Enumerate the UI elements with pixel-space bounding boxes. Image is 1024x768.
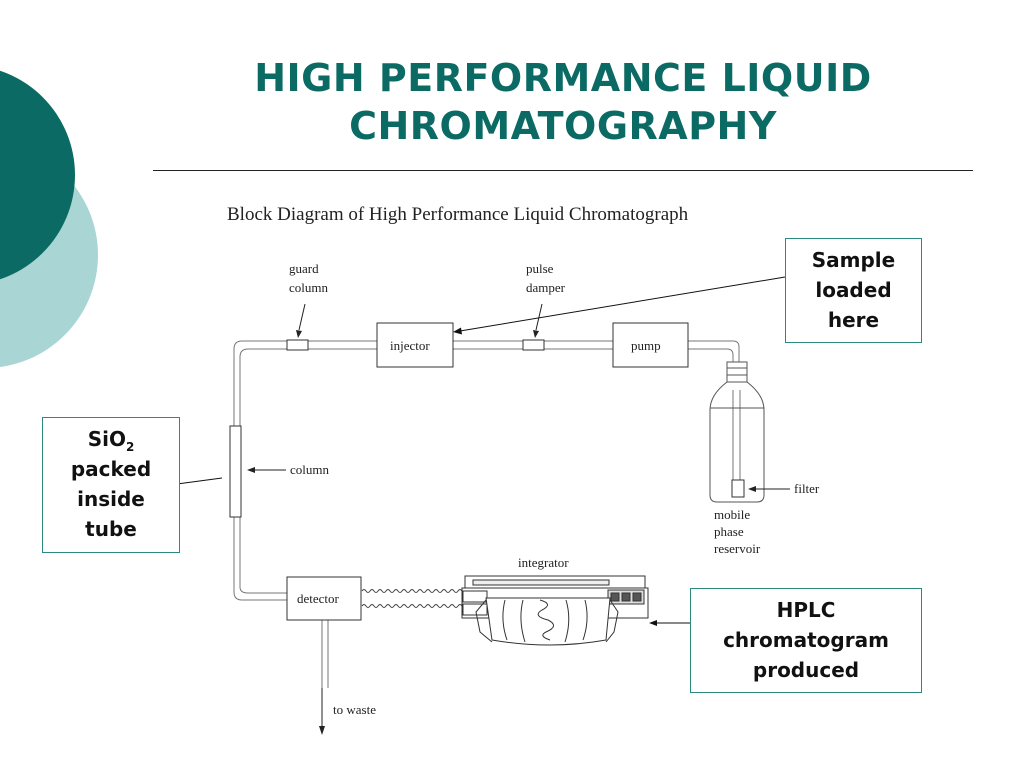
callout-sio2-line2: packed — [70, 457, 152, 481]
callout-hplc-line3: produced — [752, 658, 860, 682]
filter — [731, 479, 745, 498]
callout-sio2-line4: tube — [85, 517, 137, 541]
callout-hplc-line1: HPLC — [776, 598, 836, 622]
reservoir-label-1: mobile — [714, 507, 750, 522]
callout-sample-line1: Sample — [811, 248, 896, 272]
signal-cables — [361, 589, 463, 608]
column-label: column — [290, 462, 329, 477]
title-divider — [153, 170, 973, 171]
sample-pointer-line — [459, 276, 786, 332]
slide-title-line1: HIGH PERFORMANCE LIQUID — [254, 56, 872, 100]
callout-sio2-formula: SiO2 — [43, 424, 179, 454]
callout-hplc-line2: chromatogram — [723, 628, 889, 652]
integrator-label: integrator — [518, 555, 569, 570]
callout-sio2-line3: inside — [77, 487, 145, 511]
sio2-formula-subscript: 2 — [125, 440, 135, 454]
detector-label: detector — [297, 591, 340, 606]
pulse-damper-label-2: damper — [526, 280, 566, 295]
diagram-title: Block Diagram of High Performance Liquid… — [227, 204, 689, 225]
filter-label: filter — [794, 481, 820, 496]
reservoir-label-2: phase — [714, 524, 744, 539]
pulse-damper-label-1: pulse — [526, 261, 554, 276]
callout-sample-line2: loaded — [815, 278, 892, 302]
column — [229, 425, 242, 518]
callout-hplc-chromatogram: HPLC chromatogram produced — [690, 588, 922, 693]
injector-label: injector — [390, 338, 430, 353]
mobile-phase-reservoir-bottle — [709, 361, 765, 503]
integrator-device — [461, 575, 649, 646]
callout-sio2-packed: SiO2 packed inside tube — [42, 417, 180, 553]
pump-label: pump — [631, 338, 661, 353]
injector-box — [376, 322, 454, 368]
guard-column-label-2: column — [289, 280, 328, 295]
detector-box — [286, 576, 362, 621]
guard-column — [286, 339, 309, 351]
guard-column-label-1: guard — [289, 261, 319, 276]
pump-box — [612, 322, 689, 368]
slide-title-line2: CHROMATOGRAPHY — [349, 104, 777, 148]
pulse-damper — [522, 339, 545, 351]
callout-sample-loaded: Sample loaded here — [785, 238, 922, 343]
tubing — [233, 340, 741, 688]
decorative-circles — [0, 70, 98, 367]
to-waste-label: to waste — [333, 702, 376, 717]
callout-sample-line3: here — [827, 308, 880, 332]
sio2-formula-main: SiO — [87, 427, 126, 451]
reservoir-label-3: reservoir — [714, 541, 761, 556]
